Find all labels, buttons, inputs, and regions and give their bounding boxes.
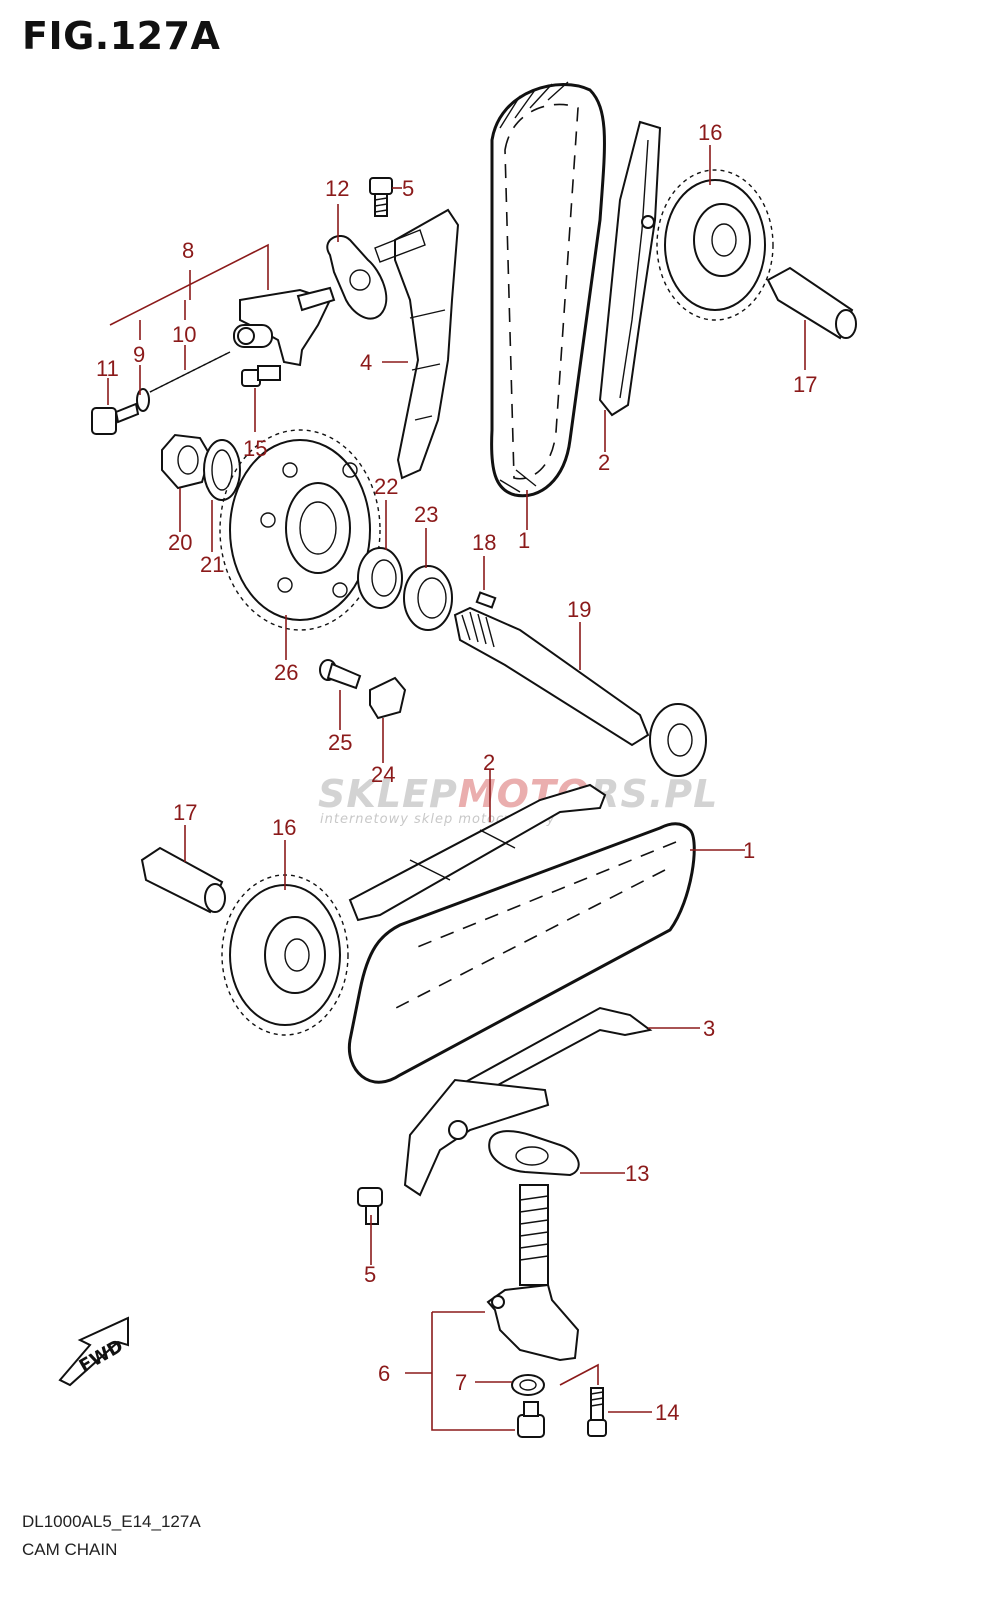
plug-bolt bbox=[517, 1401, 545, 1438]
bolt-5-upper bbox=[369, 177, 393, 217]
callout-1-upper: 1 bbox=[518, 528, 530, 553]
callout-17-lower: 17 bbox=[173, 800, 197, 825]
callout-13: 13 bbox=[625, 1161, 649, 1186]
leader-lines bbox=[107, 145, 806, 1431]
callout-23: 23 bbox=[414, 502, 438, 527]
callout-labels: 1 1 2 2 3 4 5 5 6 7 8 9 10 11 12 13 14 1… bbox=[96, 120, 817, 1425]
callout-14: 14 bbox=[655, 1400, 679, 1425]
tensioner-adjuster-6 bbox=[486, 1184, 580, 1362]
bolt-14 bbox=[587, 1387, 607, 1437]
fwd-arrow-icon: FWD bbox=[58, 1316, 129, 1387]
callout-19: 19 bbox=[567, 597, 591, 622]
callout-22: 22 bbox=[374, 474, 398, 499]
callout-7: 7 bbox=[455, 1370, 467, 1395]
callout-18: 18 bbox=[472, 530, 496, 555]
callout-10: 10 bbox=[172, 322, 196, 347]
dowel-pin-17-lower bbox=[140, 846, 226, 914]
cam-sprocket-16-upper bbox=[656, 169, 774, 321]
figure-title: FIG.127A bbox=[22, 14, 221, 58]
callout-21: 21 bbox=[200, 552, 224, 577]
tensioner-bracket-lower bbox=[403, 1078, 550, 1197]
tensioner-assembly-upper bbox=[233, 286, 336, 367]
lower-cam-chain bbox=[347, 822, 696, 1084]
washer-9 bbox=[136, 388, 150, 412]
plate-24 bbox=[369, 676, 407, 720]
dowel-pin-17-upper bbox=[766, 266, 857, 340]
washer-7 bbox=[511, 1374, 545, 1396]
bolt-15 bbox=[241, 365, 281, 387]
bearing-22 bbox=[357, 547, 403, 609]
upper-cam-chain bbox=[490, 81, 606, 498]
callout-5-lower: 5 bbox=[364, 1262, 376, 1287]
washer-21 bbox=[203, 439, 241, 501]
nut-20 bbox=[161, 433, 212, 490]
callout-2-upper: 2 bbox=[598, 450, 610, 475]
bolt-5-lower bbox=[357, 1187, 383, 1225]
figure-code: DL1000AL5_E14_127A bbox=[22, 1512, 201, 1531]
callout-6: 6 bbox=[378, 1361, 390, 1386]
upper-chain-guide bbox=[598, 120, 662, 417]
callout-9: 9 bbox=[133, 342, 145, 367]
callout-26: 26 bbox=[274, 660, 298, 685]
callout-16-lower: 16 bbox=[272, 815, 296, 840]
gasket-12 bbox=[326, 235, 388, 320]
watermark-brand-part1: SKLEP bbox=[318, 772, 458, 816]
callout-1-lower: 1 bbox=[743, 838, 755, 863]
callout-2-lower: 2 bbox=[483, 750, 495, 775]
tensioner-guide-upper bbox=[374, 208, 460, 480]
callout-24: 24 bbox=[371, 762, 395, 787]
callout-25: 25 bbox=[328, 730, 352, 755]
idler-shaft-19 bbox=[453, 606, 707, 777]
callout-11: 11 bbox=[96, 356, 119, 381]
cam-sprocket-16-lower bbox=[221, 874, 349, 1036]
bearing-23 bbox=[403, 565, 453, 631]
callout-5-upper: 5 bbox=[402, 176, 414, 201]
callout-17-upper: 17 bbox=[793, 372, 817, 397]
watermark-brand: SKLEPMOTORS.PL bbox=[318, 772, 718, 816]
callout-15: 15 bbox=[243, 436, 267, 461]
bolt-25 bbox=[319, 659, 362, 690]
figure-name: CAM CHAIN bbox=[22, 1540, 118, 1559]
callout-12: 12 bbox=[325, 176, 349, 201]
bolt-11 bbox=[91, 402, 140, 435]
watermark-brand-part4: .PL bbox=[648, 772, 719, 816]
callout-4: 4 bbox=[360, 350, 372, 375]
gasket-13 bbox=[488, 1130, 580, 1177]
lower-chain-guide-2 bbox=[348, 783, 607, 922]
spring-10 bbox=[149, 351, 231, 393]
callout-16-upper: 16 bbox=[698, 120, 722, 145]
drive-gear-26 bbox=[219, 429, 381, 631]
callout-8: 8 bbox=[182, 238, 194, 263]
callout-20: 20 bbox=[168, 530, 192, 555]
callout-3: 3 bbox=[703, 1016, 715, 1041]
key-18 bbox=[475, 591, 497, 609]
